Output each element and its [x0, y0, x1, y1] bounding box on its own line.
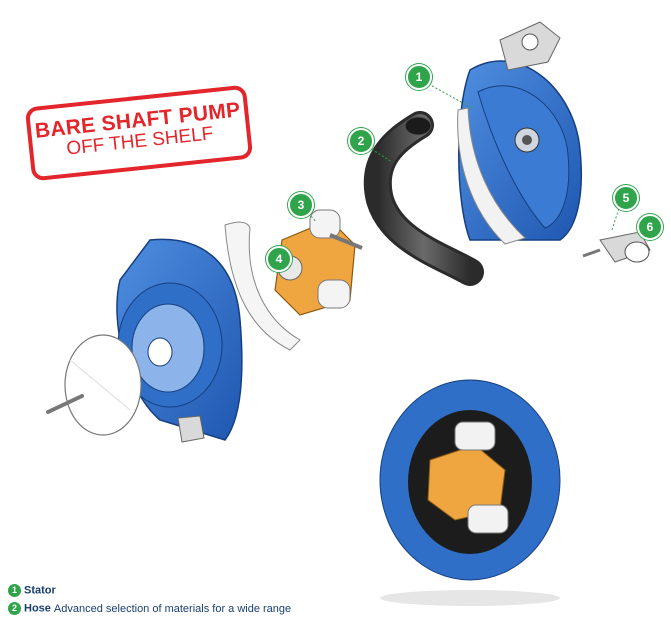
bolt-part	[46, 394, 84, 414]
port-flange-part	[582, 231, 651, 263]
callout-2: 2	[348, 128, 374, 154]
stator-part	[457, 21, 583, 245]
cover-disc-part	[64, 334, 142, 436]
callout-3: 3	[288, 192, 314, 218]
callout-4: 4	[266, 246, 292, 272]
rotor-part	[274, 209, 363, 316]
callout-6: 6	[637, 214, 663, 240]
callout-1: 1	[406, 64, 432, 90]
legend-number: 2	[8, 602, 21, 615]
legend-name: Hose	[24, 602, 51, 615]
callout-5: 5	[613, 185, 639, 211]
cutaway-pump-image	[379, 379, 561, 606]
shoe-part	[224, 221, 301, 351]
legend-number: 1	[8, 584, 21, 597]
pump-housing-part	[116, 238, 243, 443]
legend-name: Stator	[24, 584, 56, 597]
hose-part	[363, 111, 484, 286]
legend-description: Advanced selection of materials for a wi…	[53, 602, 292, 615]
